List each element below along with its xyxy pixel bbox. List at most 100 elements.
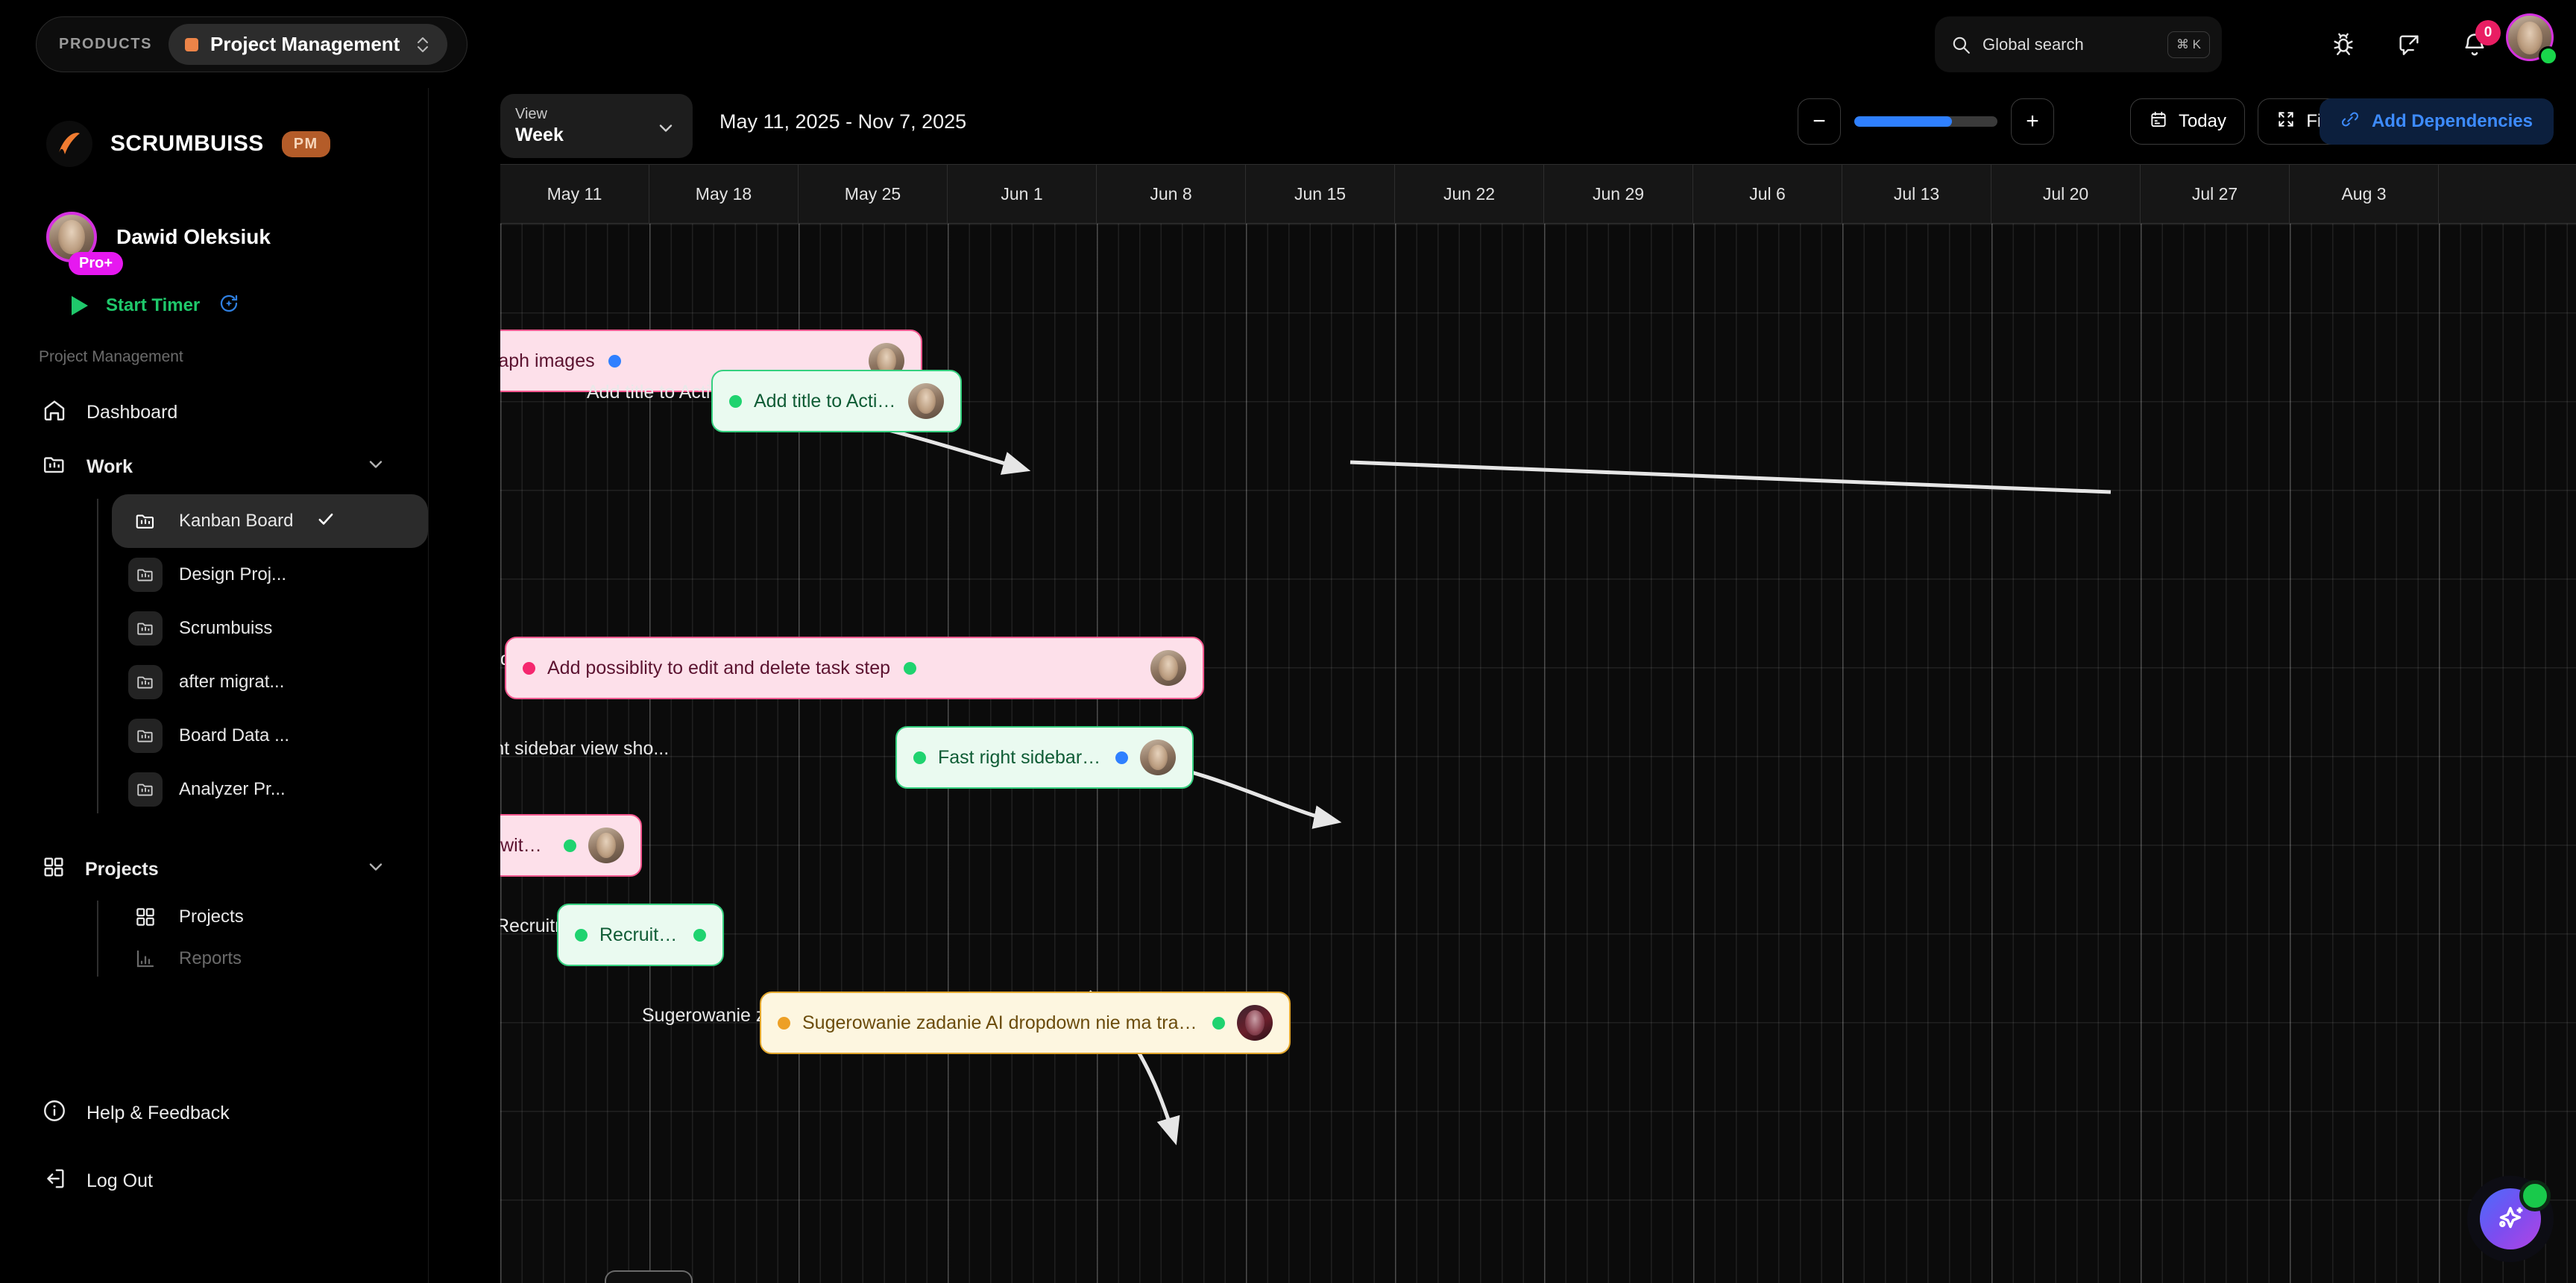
sidebar-item-board-data[interactable]: Board Data ...: [112, 709, 428, 763]
gantt-panel: View Week May 11, 2025 - Nov 7, 2025 − +…: [429, 88, 2576, 1283]
timeline-column[interactable]: Jul 13: [1842, 165, 1991, 223]
sidebar-item-label: Scrumbuiss: [179, 618, 273, 638]
brand[interactable]: SCRUMBUISS PM: [0, 88, 428, 167]
product-pill[interactable]: Project Management: [169, 24, 448, 65]
task-bar-add-possiblity-to-edit-and-delete-task-step[interactable]: Add possiblity to edit and delete task s…: [505, 637, 1204, 699]
refresh-timer-icon[interactable]: [218, 292, 240, 318]
timeline-column[interactable]: May 11: [500, 165, 649, 223]
link-icon: [2340, 110, 2360, 134]
avatar-face: [877, 348, 896, 373]
zoom-in-button[interactable]: +: [2011, 98, 2054, 145]
task-title: Add title to ActivityFeed fs: [754, 390, 896, 412]
sidebar-item-help-feedback[interactable]: Help & Feedback: [24, 1086, 404, 1141]
home-icon: [42, 397, 67, 428]
task-bar-partial-outline[interactable]: [605, 1270, 693, 1283]
chevron-down-icon: [655, 118, 676, 142]
avatar-face: [916, 388, 936, 414]
timeline-column[interactable]: Aug 3: [2290, 165, 2439, 223]
timeline-column[interactable]: Jun 22: [1395, 165, 1544, 223]
timeline-column[interactable]: Jun 8: [1097, 165, 1246, 223]
status-dot: [729, 394, 742, 408]
task-bar-sugerowanie-zadanie-ai-dropdown[interactable]: Sugerowanie zadanie AI dropdown nie ma t…: [760, 992, 1291, 1054]
status-dot: [575, 928, 588, 942]
sidebar-item-scrumbuiss[interactable]: Scrumbuiss: [112, 602, 428, 655]
sidebar-item-analyzer-pr[interactable]: Analyzer Pr...: [112, 763, 428, 816]
zoom-out-button[interactable]: −: [1798, 98, 1841, 145]
bell-icon[interactable]: 0: [2459, 19, 2501, 60]
sidebar-avatar: Pro+: [46, 212, 124, 275]
timeline-column[interactable]: Jul 20: [1991, 165, 2141, 223]
sidebar-item-label: Help & Feedback: [86, 1103, 230, 1123]
task-assignee-avatar[interactable]: [588, 828, 624, 863]
status-dot: [913, 751, 926, 764]
sparkle-icon: [2480, 1188, 2541, 1249]
sidebar-item-reports[interactable]: Reports: [112, 938, 428, 980]
gantt-grid[interactable]: ...mages Update open graph images Add ti…: [500, 224, 2576, 1283]
start-timer-label: Start Timer: [106, 294, 201, 315]
sidebar-section-caption: Project Management: [39, 348, 183, 365]
sidebar-item-design-proj[interactable]: Design Proj...: [112, 548, 428, 602]
priority-dot: [693, 928, 706, 942]
app-logo-icon: [46, 121, 92, 167]
timeline-column[interactable]: Jun 1: [948, 165, 1097, 223]
sidebar-item-label: Log Out: [86, 1170, 153, 1191]
task-assignee-avatar[interactable]: [1140, 740, 1176, 775]
task-bar-recruitment-tab[interactable]: Recruitment tab: [557, 904, 724, 966]
global-search-box[interactable]: Global search ⌘ K: [1935, 16, 2222, 72]
folder-icon: [128, 719, 163, 753]
ai-online-dot: [2519, 1180, 2551, 1211]
timeline-column[interactable]: Jun 15: [1246, 165, 1395, 223]
task-assignee-avatar[interactable]: [1150, 650, 1186, 686]
task-title: Recruitment tab: [599, 924, 680, 945]
timeline-column[interactable]: Jul 27: [2141, 165, 2290, 223]
search-shortcut-hint: ⌘ K: [2167, 31, 2210, 58]
bug-icon[interactable]: [2328, 29, 2359, 60]
product-switcher[interactable]: PRODUCTS Project Management: [36, 16, 468, 72]
avatar-face: [2517, 22, 2542, 55]
sidebar-item-dashboard[interactable]: Dashboard: [24, 385, 404, 440]
sidebar-user-name: Dawid Oleksiuk: [116, 225, 271, 248]
avatar-face: [1159, 655, 1178, 681]
timeline-column[interactable]: May 25: [799, 165, 948, 223]
sidebar-item-projects[interactable]: Projects: [112, 896, 428, 938]
sidebar-item-label: after migrat...: [179, 672, 285, 692]
task-bar-add-title-to-activityfeed-fs[interactable]: Add title to ActivityFeed fs: [711, 370, 962, 432]
today-button[interactable]: Today: [2129, 98, 2245, 145]
status-dot: [523, 661, 535, 675]
plan-badge: Pro+: [69, 252, 124, 275]
task-title: Sugerowanie zadanie AI dropdown nie ma t…: [802, 1012, 1199, 1033]
sidebar-group-projects[interactable]: Projects: [24, 843, 404, 896]
projects-children: Projects Reports: [97, 896, 428, 980]
date-range-label: May 11, 2025 - Nov 7, 2025: [719, 110, 967, 133]
share-icon[interactable]: [2393, 29, 2425, 60]
sidebar-item-log-out[interactable]: Log Out: [24, 1154, 404, 1208]
top-bar: PRODUCTS Project Management Global searc…: [0, 0, 2576, 88]
chevron-down-icon: [365, 857, 386, 883]
add-dependencies-button[interactable]: Add Dependencies: [2319, 98, 2554, 145]
ai-assistant-button[interactable]: [2467, 1176, 2554, 1262]
sidebar-group-work[interactable]: Work: [24, 440, 404, 494]
sidebar-item-after-migration[interactable]: after migrat...: [112, 655, 428, 709]
today-label: Today: [2178, 111, 2226, 131]
timeline-column[interactable]: May 18: [649, 165, 799, 223]
task-bar-event-analytics[interactable]: Event analytics with add in subscription…: [500, 814, 642, 877]
task-bar-fast-right-sidebar-view[interactable]: Fast right sidebar vie...: [895, 726, 1194, 789]
fit-icon: [2276, 110, 2296, 134]
sidebar-item-kanban-board[interactable]: Kanban Board: [112, 494, 428, 548]
sidebar-user[interactable]: Pro+ Dawid Oleksiuk: [0, 167, 428, 275]
view-select-value: Week: [515, 124, 564, 145]
search-icon: [1951, 35, 1971, 54]
search-input[interactable]: Global search: [1983, 34, 2084, 54]
task-assignee-avatar[interactable]: [908, 383, 944, 419]
view-select[interactable]: View Week: [500, 94, 693, 158]
zoom-slider[interactable]: [1854, 116, 1997, 127]
products-label: PRODUCTS: [59, 36, 153, 52]
sidebar-item-label: Dashboard: [86, 402, 178, 423]
start-timer-row[interactable]: Start Timer: [0, 262, 428, 318]
notification-badge: 0: [2475, 19, 2501, 45]
timeline-column[interactable]: Jun 29: [1544, 165, 1693, 223]
product-name: Project Management: [210, 33, 400, 55]
timeline-column[interactable]: Jul 6: [1693, 165, 1842, 223]
task-assignee-avatar[interactable]: [1237, 1005, 1273, 1041]
